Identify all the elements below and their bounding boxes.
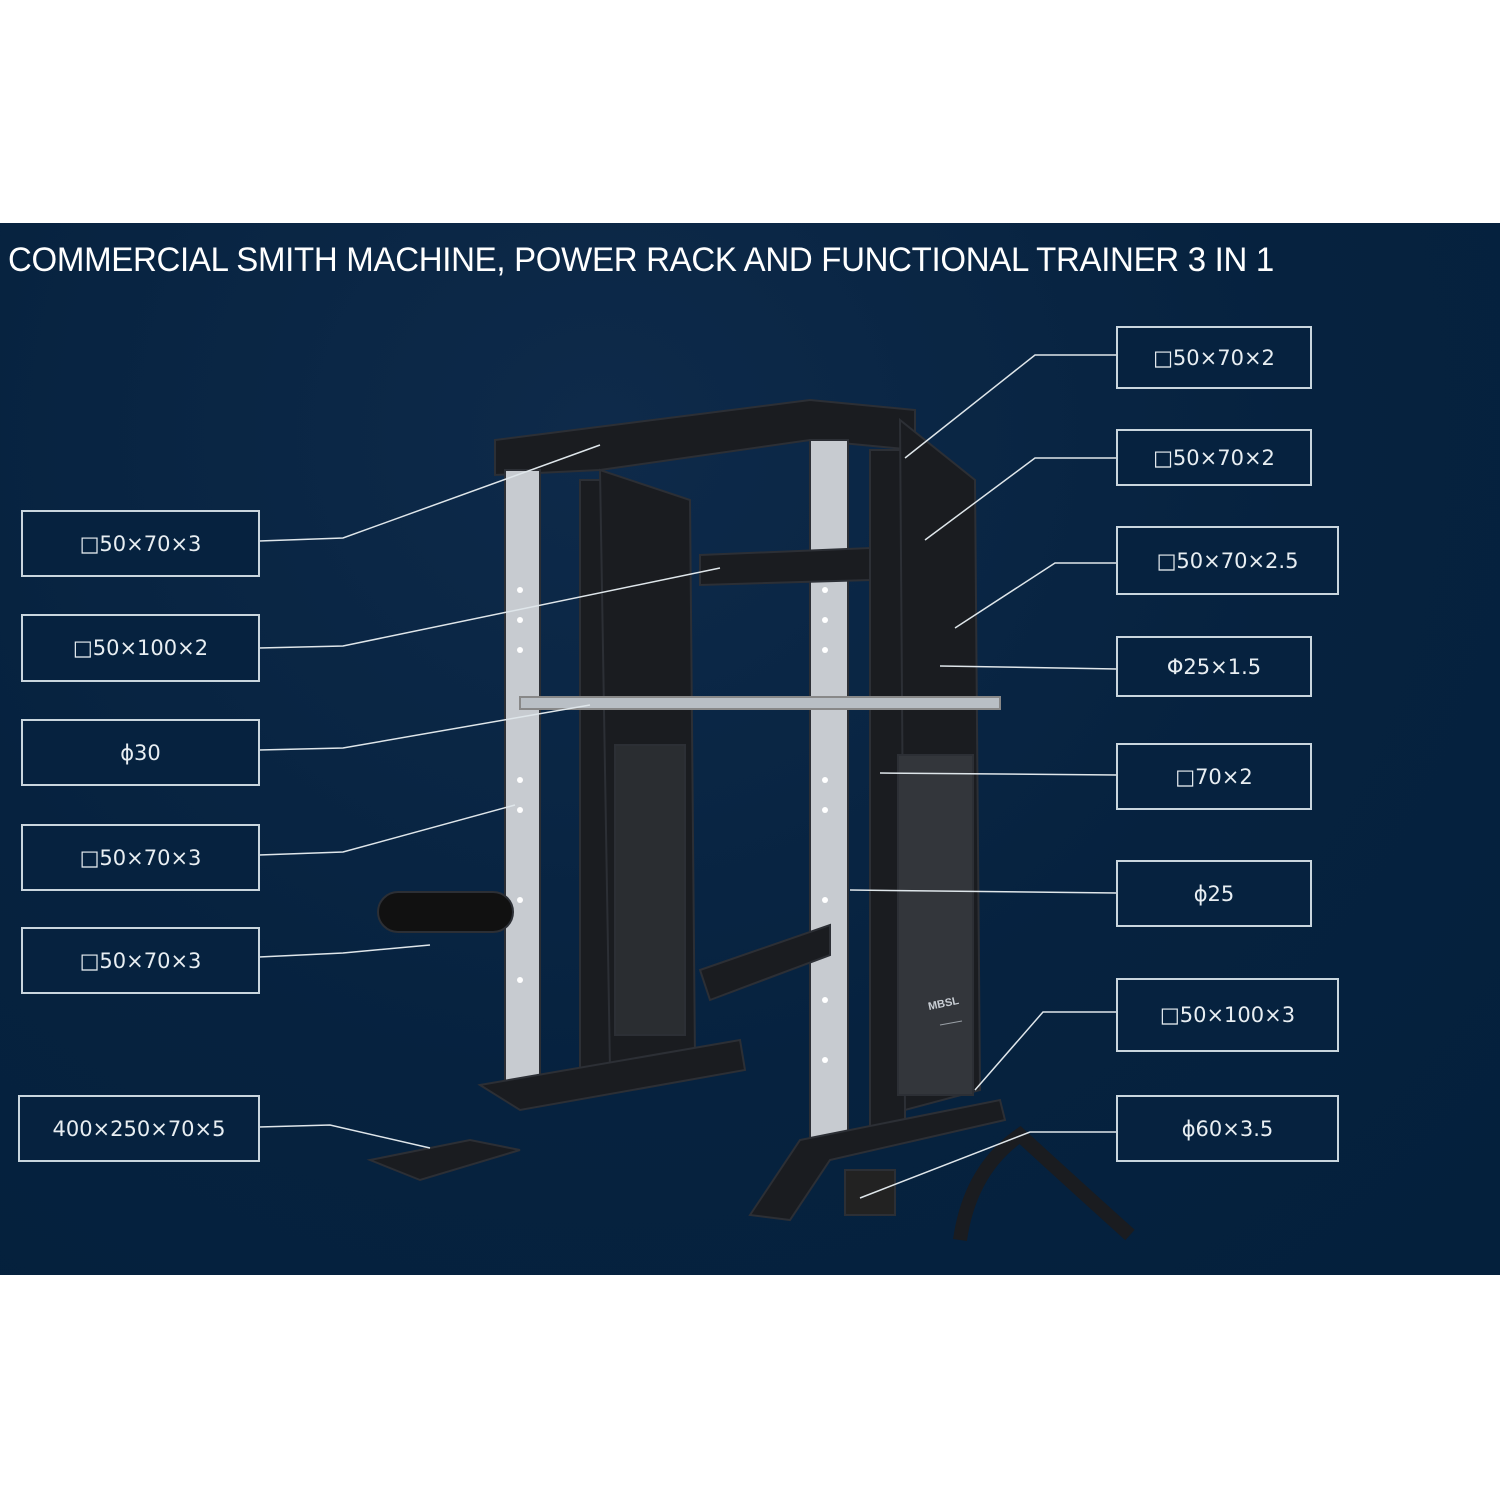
spec-label-left-1: □50×70×3 bbox=[21, 510, 260, 577]
spec-label-left-4: □50×70×3 bbox=[21, 824, 260, 891]
brand-underline bbox=[939, 1020, 963, 1026]
spec-label-right-7: □50×100×3 bbox=[1116, 978, 1339, 1052]
spec-label-left-2: □50×100×2 bbox=[21, 614, 260, 682]
spec-label-right-6: ϕ25 bbox=[1116, 860, 1312, 927]
spec-label-right-1: □50×70×2 bbox=[1116, 326, 1312, 389]
page-title: COMMERCIAL SMITH MACHINE, POWER RACK AND… bbox=[8, 241, 1274, 279]
spec-label-left-3: ϕ30 bbox=[21, 719, 260, 786]
spec-label-right-4: Φ25×1.5 bbox=[1116, 636, 1312, 697]
spec-label-right-5: □70×2 bbox=[1116, 743, 1312, 810]
spec-label-right-3: □50×70×2.5 bbox=[1116, 526, 1339, 595]
spec-label-left-5: □50×70×3 bbox=[21, 927, 260, 994]
leader-lines bbox=[258, 354, 1118, 1199]
spec-label-right-2: □50×70×2 bbox=[1116, 429, 1312, 486]
spec-label-left-6: 400×250×70×5 bbox=[18, 1095, 260, 1162]
spec-label-right-8: ϕ60×3.5 bbox=[1116, 1095, 1339, 1162]
